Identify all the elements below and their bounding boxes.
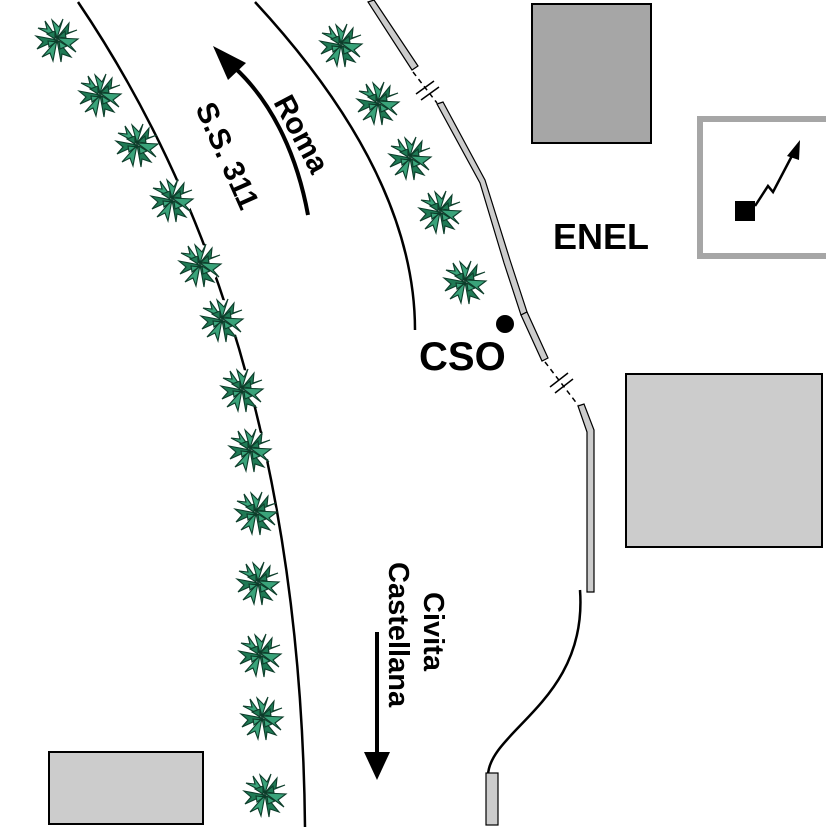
enel-enclosure — [697, 116, 826, 259]
fence-segment-4 — [577, 403, 595, 593]
tree-icon — [443, 260, 487, 305]
arrow-down-icon — [364, 752, 390, 780]
fence-break-tick-4 — [554, 378, 574, 394]
tree-row-east — [319, 23, 487, 305]
tree-icon — [238, 633, 282, 678]
civita-label: Civita — [417, 592, 449, 672]
tree-icon — [150, 178, 194, 223]
ss311-label: S.S. 311 — [189, 97, 265, 214]
tree-icon — [319, 23, 363, 68]
fence-segment-5 — [485, 772, 499, 826]
cso-point-marker — [496, 315, 514, 333]
building-east — [625, 373, 823, 548]
side-road-edge — [486, 589, 582, 776]
tree-icon — [200, 298, 244, 343]
castellana-label: Castellana — [382, 562, 414, 708]
tree-icon — [178, 243, 222, 288]
tree-icon — [356, 81, 400, 126]
roma-arrow-shaft — [233, 66, 310, 216]
fence-segment-1 — [367, 0, 419, 71]
fence-break-line-2 — [544, 361, 579, 406]
fence-break-tick-1 — [415, 80, 435, 95]
tree-icon — [228, 428, 272, 473]
fence-break-tick-2 — [420, 86, 440, 101]
tree-icon — [35, 18, 79, 63]
cso-label: CSO — [419, 335, 506, 379]
tree-icon — [115, 123, 159, 168]
tree-icon — [234, 491, 278, 536]
arrow-up-icon — [213, 46, 246, 80]
tree-icon — [243, 773, 287, 818]
tree-icon — [240, 696, 284, 741]
tree-icon — [236, 561, 280, 606]
tree-icon — [418, 190, 462, 235]
tree-row-west — [35, 18, 287, 818]
ss311-east-edge — [254, 1, 417, 331]
tree-icon — [220, 368, 264, 413]
tree-icon — [78, 73, 122, 118]
fence-break-tick-3 — [549, 372, 569, 388]
tree-icon — [388, 136, 432, 181]
building-southwest — [48, 751, 204, 825]
roma-label: Roma — [267, 90, 335, 179]
building-north — [531, 3, 652, 144]
power-substation-icon — [735, 140, 800, 221]
enel-label: ENEL — [553, 216, 649, 257]
fence-segment-3 — [520, 311, 549, 362]
